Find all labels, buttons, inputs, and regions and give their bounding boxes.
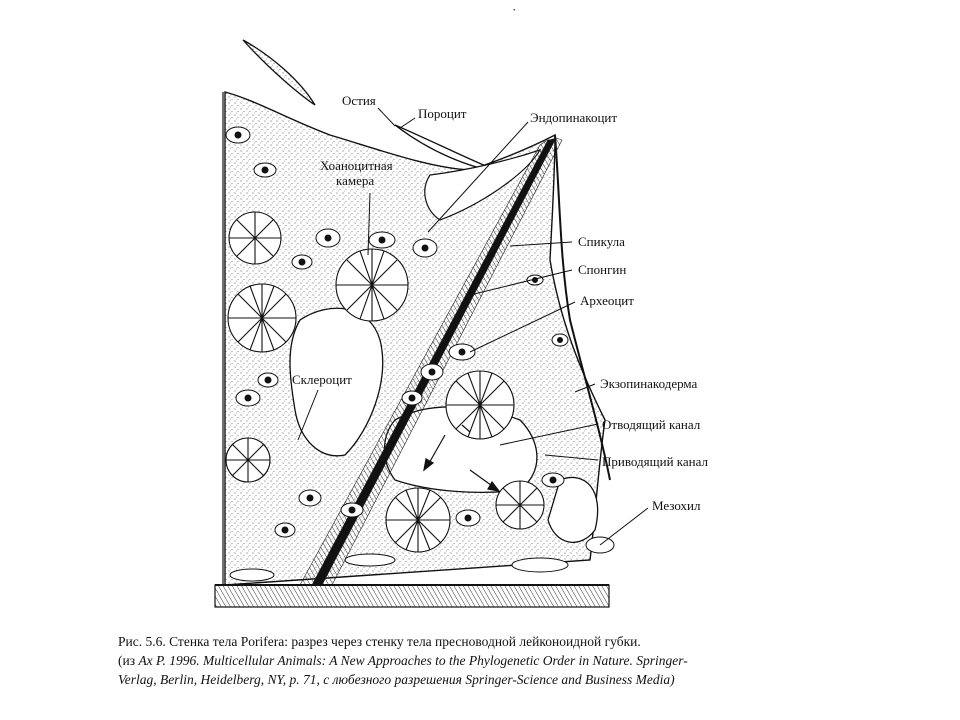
label-choanocyte-chamber-line1: Хоаноцитная xyxy=(320,158,393,173)
choanocyte-chamber xyxy=(225,437,271,483)
choanocyte-chamber xyxy=(228,211,282,265)
top-mark: · xyxy=(512,2,517,17)
label-spicule: Спикула xyxy=(578,234,625,249)
figure-caption: Рис. 5.6. Стенка тела Porifera: разрез ч… xyxy=(118,632,848,689)
choanocyte-chamber xyxy=(227,283,297,353)
caption-line-2: (из Ax P. 1996. Multicellular Animals: A… xyxy=(118,651,848,670)
choanocyte-chamber xyxy=(385,487,451,553)
label-choanocyte-chamber-line2: камера xyxy=(336,173,375,188)
incurrent-canal-cavity xyxy=(547,476,599,543)
label-exopinacoderm: Экзопинакодерма xyxy=(600,376,698,391)
caption-line-3: Verlag, Berlin, Heidelberg, NY, p. 71, с… xyxy=(118,672,675,687)
endopinacocyte-cavity xyxy=(424,148,542,221)
spicule xyxy=(312,138,556,585)
label-endopinacocyte: Эндопинакоцит xyxy=(530,110,618,125)
label-spongin: Спонгин xyxy=(578,262,627,277)
flow-arrows xyxy=(423,424,501,492)
leader-lines xyxy=(297,107,649,546)
caption-line-1: Рис. 5.6. Стенка тела Porifera: разрез ч… xyxy=(118,634,641,649)
choanocyte-chambers xyxy=(225,211,545,553)
choanocyte-chamber xyxy=(335,248,409,322)
label-excurrent-canal: Отводящий канал xyxy=(602,417,701,432)
substrate xyxy=(214,584,610,608)
caption-line-2-prefix: (из xyxy=(118,653,139,668)
amoeboid-cells xyxy=(225,126,615,582)
label-sclerocyte: Склероцит xyxy=(292,372,352,387)
caption-line-2-citation: Ax P. 1996. Multicellular Animals: A New… xyxy=(138,653,688,668)
label-incurrent-canal: Приводящий канал xyxy=(602,454,709,469)
choanocyte-chamber xyxy=(495,480,545,530)
label-porocyte: Пороцит xyxy=(418,106,467,121)
label-archeocyte: Археоцит xyxy=(580,293,634,308)
label-ostia: Остия xyxy=(342,93,376,108)
choanocyte-chamber xyxy=(445,370,515,440)
upper-pinacocyte-flap xyxy=(242,39,316,106)
exopinacoderm-layer xyxy=(554,134,611,481)
label-mesohyl: Мезохил xyxy=(652,498,701,513)
